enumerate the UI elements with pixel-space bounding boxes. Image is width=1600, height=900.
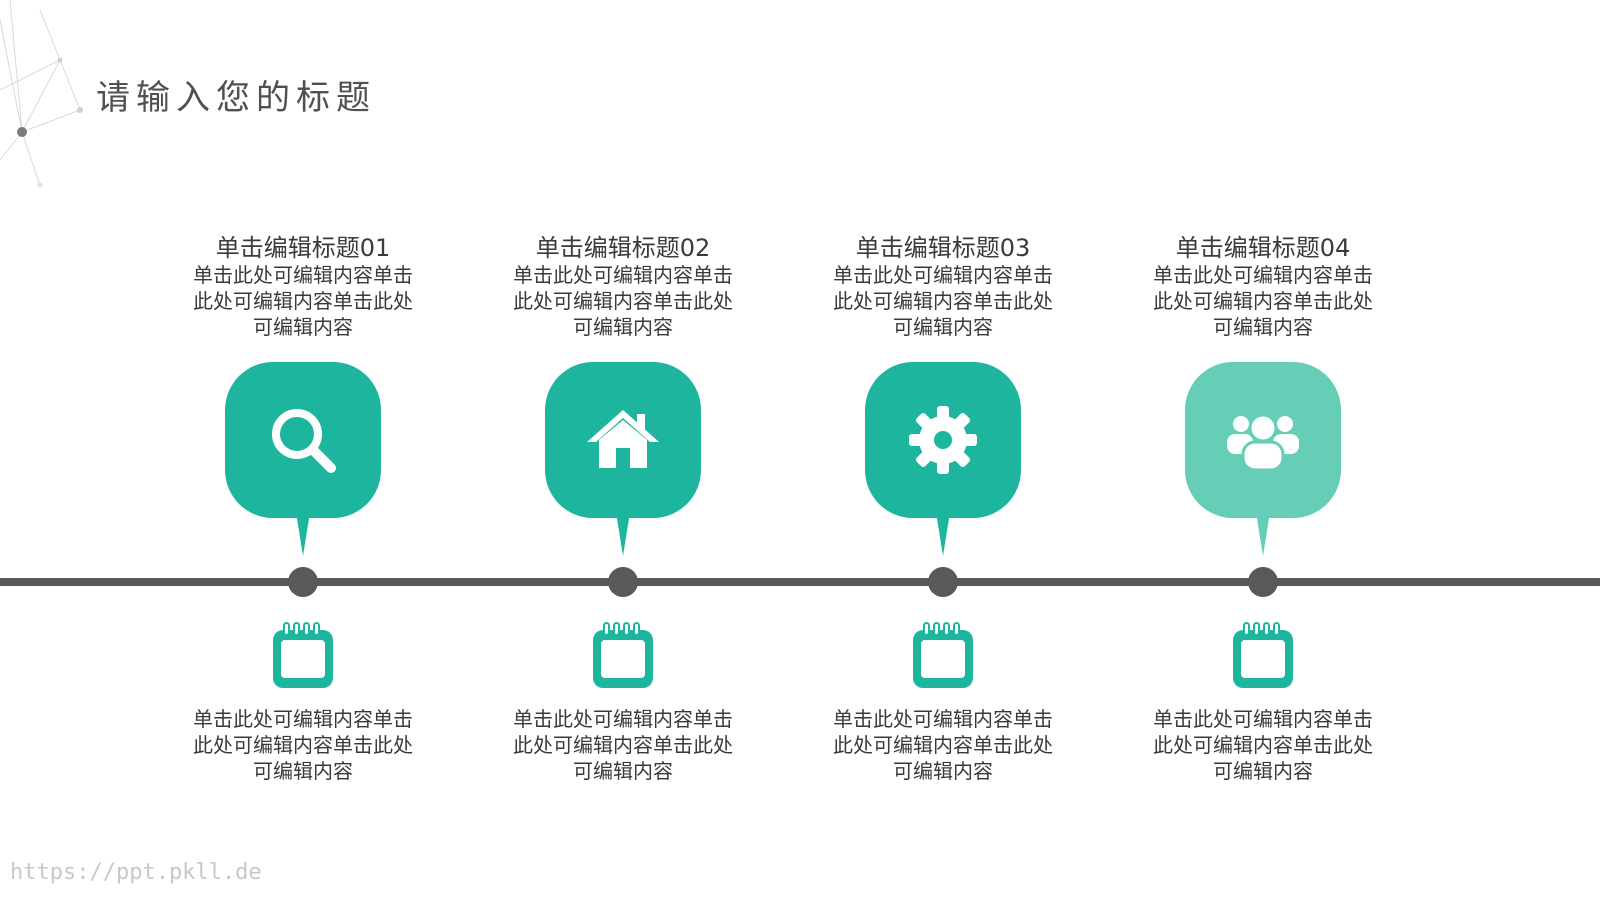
calendar-icon: [273, 622, 333, 688]
gear-badge: [865, 362, 1021, 518]
calendar-icon: [913, 622, 973, 688]
home-icon: [587, 410, 659, 468]
timeline-dot: [928, 567, 958, 597]
milestone-title[interactable]: 单击编辑标题01: [215, 234, 391, 262]
milestone-bottom-text[interactable]: 单击此处可编辑内容单击此处可编辑内容单击此处可编辑内容: [193, 707, 413, 783]
timeline-line: [0, 578, 1600, 586]
milestone-bottom-text[interactable]: 单击此处可编辑内容单击此处可编辑内容单击此处可编辑内容: [1153, 707, 1373, 783]
users-icon: [1227, 413, 1299, 472]
milestone-top-text[interactable]: 单击此处可编辑内容单击此处可编辑内容单击此处可编辑内容: [1153, 263, 1373, 339]
pin-pointer: [1255, 506, 1271, 556]
page-title: 请输入您的标题: [96, 78, 376, 118]
pin-pointer: [935, 506, 951, 556]
milestone-2: 单击编辑标题02 单击此处可编辑内容单击此处可编辑内容单击此处可编辑内容 单击此…: [463, 0, 783, 900]
milestone-title[interactable]: 单击编辑标题03: [855, 234, 1031, 262]
milestone-bottom-text[interactable]: 单击此处可编辑内容单击此处可编辑内容单击此处可编辑内容: [833, 707, 1053, 783]
milestone-4: 单击编辑标题04 单击此处可编辑内容单击此处可编辑内容单击此处可编辑内容 单击此…: [1103, 0, 1423, 900]
home-badge: [545, 362, 701, 518]
milestone-title[interactable]: 单击编辑标题04: [1175, 234, 1351, 262]
search-badge: [225, 362, 381, 518]
network-decoration: [0, 0, 83, 188]
watermark-url: https://ppt.pkll.de: [10, 860, 262, 885]
milestone-1: 单击编辑标题01 单击此处可编辑内容单击此处可编辑内容单击此处可编辑内容 单击此…: [143, 0, 463, 900]
timeline-dot: [608, 567, 638, 597]
timeline-dot: [288, 567, 318, 597]
milestone-title[interactable]: 单击编辑标题02: [535, 234, 711, 262]
calendar-icon: [1233, 622, 1293, 688]
pin-pointer: [295, 506, 311, 556]
pin-pointer: [615, 506, 631, 556]
milestone-bottom-text[interactable]: 单击此处可编辑内容单击此处可编辑内容单击此处可编辑内容: [513, 707, 733, 783]
milestone-top-text[interactable]: 单击此处可编辑内容单击此处可编辑内容单击此处可编辑内容: [513, 263, 733, 339]
milestone-3: 单击编辑标题03 单击此处可编辑内容单击此处可编辑内容单击此处可编辑内容 单击此…: [783, 0, 1103, 900]
search-icon: [272, 409, 336, 473]
calendar-icon: [593, 622, 653, 688]
users-badge: [1185, 362, 1341, 518]
timeline-dot: [1248, 567, 1278, 597]
gear-icon: [909, 406, 977, 474]
milestone-top-text[interactable]: 单击此处可编辑内容单击此处可编辑内容单击此处可编辑内容: [193, 263, 413, 339]
milestone-top-text[interactable]: 单击此处可编辑内容单击此处可编辑内容单击此处可编辑内容: [833, 263, 1053, 339]
